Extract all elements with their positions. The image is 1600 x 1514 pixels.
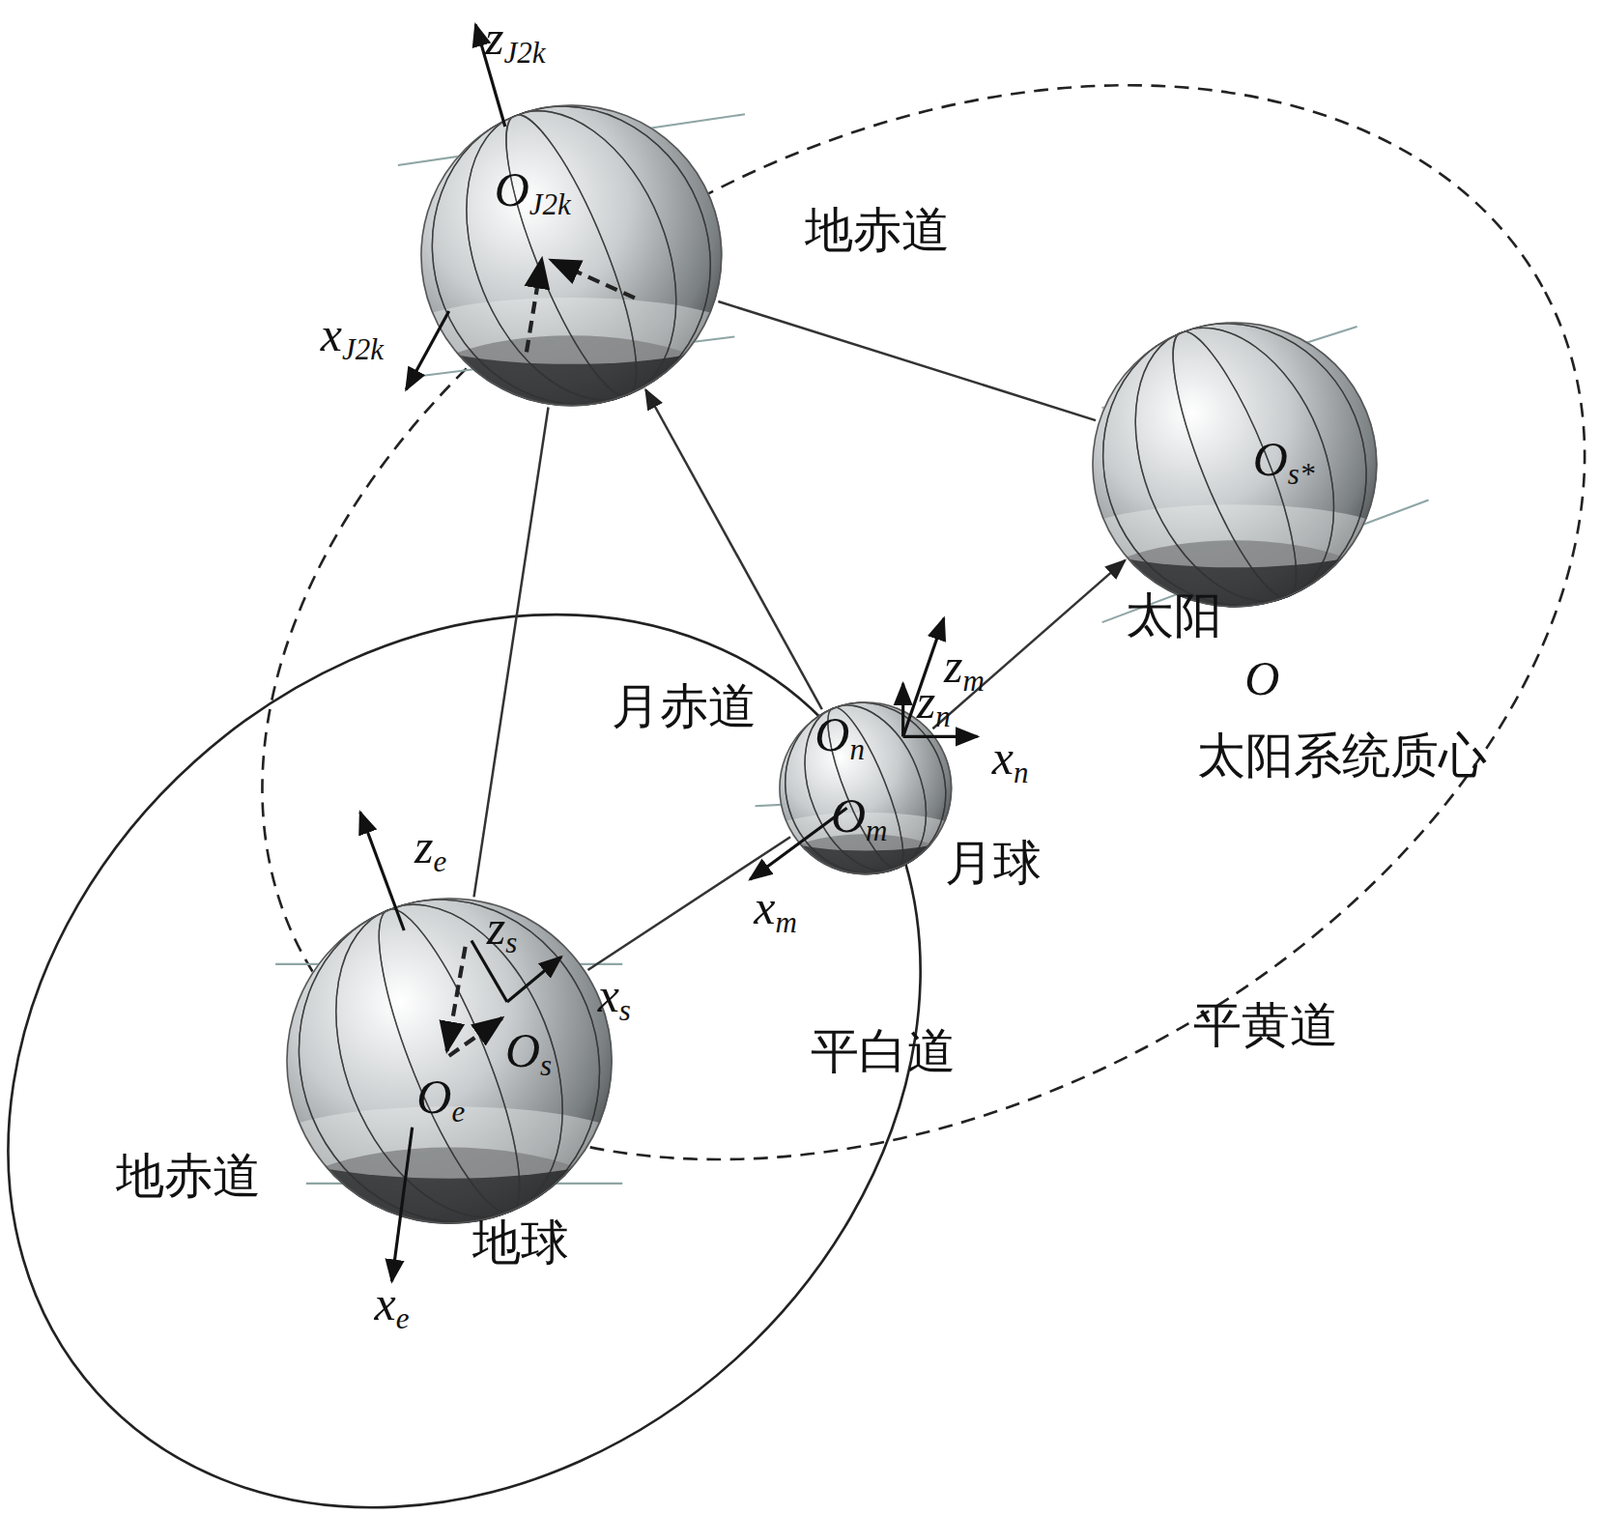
origin-label: Os bbox=[505, 1026, 552, 1081]
ecliptic-orbit bbox=[76, 0, 1600, 1376]
origin-label: Oe bbox=[416, 1072, 465, 1127]
symbol-main: z bbox=[916, 674, 936, 729]
symbol-main: x bbox=[598, 968, 620, 1023]
dashed-vectors bbox=[447, 258, 635, 1057]
origin-label: OJ2k bbox=[494, 164, 572, 219]
celestial-sphere: OJ2k地赤道 bbox=[420, 104, 723, 407]
symbol-subscript: n bbox=[849, 732, 865, 767]
axis-label: O bbox=[1244, 654, 1280, 703]
axis-label: xs bbox=[598, 971, 631, 1026]
origin-label: Os* bbox=[1253, 434, 1315, 489]
body-label: 地球 bbox=[472, 1218, 570, 1267]
axis-label: xn bbox=[992, 733, 1029, 788]
position-vector bbox=[587, 836, 791, 971]
equator-lines bbox=[275, 114, 1429, 1184]
body-label: 地赤道 bbox=[115, 1151, 261, 1200]
axis-label: zs bbox=[486, 903, 518, 958]
plane-label: 月赤道 bbox=[611, 682, 757, 731]
body-label: 地赤道 bbox=[804, 205, 950, 255]
position-vector bbox=[932, 560, 1125, 729]
axis-label: ze bbox=[414, 822, 447, 877]
symbol-main: O bbox=[416, 1069, 452, 1124]
symbol-main: z bbox=[485, 10, 504, 65]
body-label: 月球 bbox=[944, 838, 1042, 887]
axis-label: xe bbox=[374, 1279, 410, 1334]
symbol-main: x bbox=[753, 880, 775, 935]
body-label: 太阳 bbox=[1125, 591, 1223, 640]
axis-label: zn bbox=[916, 677, 951, 732]
celestial-sphere: OnOm月球 bbox=[778, 701, 953, 876]
axis-label: xJ2k bbox=[320, 309, 384, 364]
position-vector bbox=[645, 390, 822, 711]
symbol-subscript: e bbox=[451, 1095, 465, 1130]
symbol-main: x bbox=[992, 730, 1014, 785]
position-vector bbox=[717, 301, 1096, 421]
symbol-subscript: n bbox=[1013, 755, 1029, 790]
sphere bbox=[778, 701, 953, 876]
symbol-subscript: e bbox=[433, 844, 448, 879]
symbol-subscript: m bbox=[775, 905, 798, 940]
sphere bbox=[285, 897, 613, 1225]
symbol-main: z bbox=[486, 900, 506, 955]
symbol-subscript: e bbox=[396, 1301, 410, 1336]
celestial-sphere: OsOe地赤道地球 bbox=[285, 897, 613, 1225]
symbol-main: O bbox=[505, 1023, 541, 1078]
sphere bbox=[420, 104, 723, 407]
origin-label: On bbox=[814, 709, 865, 764]
symbol-subscript: s bbox=[540, 1048, 552, 1083]
lunar-orbit bbox=[0, 430, 1102, 1514]
axis-label: zJ2k bbox=[485, 13, 546, 68]
symbol-main: z bbox=[414, 819, 433, 874]
symbol-subscript: J2k bbox=[342, 332, 384, 367]
plane-label: 太阳系统质心 bbox=[1197, 731, 1487, 780]
symbol-main: O bbox=[830, 788, 866, 843]
position-vector bbox=[474, 407, 549, 898]
symbol-main: O bbox=[494, 161, 530, 216]
symbol-main: O bbox=[1253, 431, 1288, 486]
origin-label: Om bbox=[830, 791, 888, 846]
plane-label: 平白道 bbox=[810, 1027, 956, 1076]
sphere bbox=[1091, 321, 1378, 608]
symbol-subscript: m bbox=[963, 663, 985, 698]
symbol-subscript: s bbox=[619, 993, 631, 1028]
symbol-main: x bbox=[374, 1276, 397, 1331]
symbol-subscript: J2k bbox=[504, 35, 546, 70]
symbol-subscript: J2k bbox=[529, 187, 572, 222]
symbol-subscript: n bbox=[935, 699, 951, 734]
coordinate-axes bbox=[360, 24, 978, 1282]
symbol-subscript: s* bbox=[1287, 457, 1315, 492]
symbol-main: O bbox=[814, 706, 850, 761]
symbol-subscript: s bbox=[505, 925, 517, 960]
axis-label: zm bbox=[943, 641, 985, 696]
symbol-main: x bbox=[320, 306, 343, 361]
symbol-subscript: m bbox=[865, 813, 887, 848]
plane-label: 平黄道 bbox=[1193, 1000, 1339, 1050]
celestial-sphere: Os*太阳 bbox=[1091, 321, 1378, 608]
axis-label: xm bbox=[753, 883, 798, 938]
symbol-main: z bbox=[943, 638, 963, 693]
